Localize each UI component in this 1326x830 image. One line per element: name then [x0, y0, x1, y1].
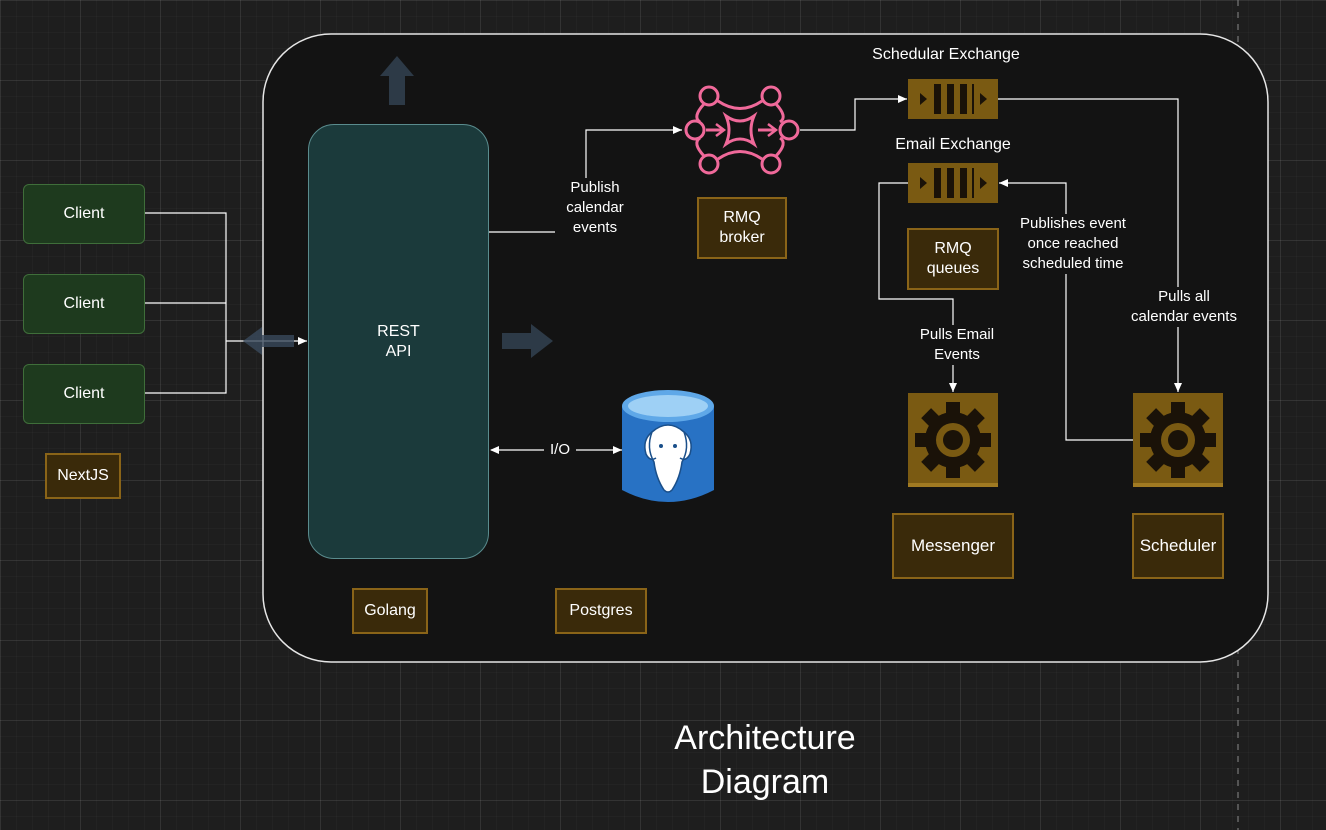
gear-icon	[908, 393, 998, 487]
arrow-icon	[502, 324, 553, 358]
system-boundary	[262, 33, 1269, 663]
pulls-all-label: Pulls all calendar events	[1118, 287, 1250, 327]
edge-publishes-event	[999, 179, 1133, 441]
edge-broker-to-exchange	[800, 95, 907, 131]
gear-icon	[1133, 393, 1223, 487]
pulls-email-label: Pulls Email Events	[906, 325, 1008, 365]
queue-icon	[908, 163, 998, 203]
postgres-elephant-icon	[622, 390, 714, 502]
io-label: I/O	[544, 440, 576, 460]
nextjs-tag: NextJS	[45, 453, 121, 499]
rest-api-node[interactable]: REST API	[308, 124, 489, 559]
scheduler-tag[interactable]: Scheduler	[1132, 513, 1224, 579]
schedular-exchange-label: Schedular Exchange	[872, 46, 1020, 63]
queue-icon	[908, 79, 998, 119]
golang-tag: Golang	[352, 588, 428, 634]
messenger-tag[interactable]: Messenger	[892, 513, 1014, 579]
client-node[interactable]: Client	[23, 274, 145, 334]
arrow-icon	[380, 56, 414, 105]
client-node[interactable]: Client	[23, 184, 145, 244]
publishes-event-label: Publishes event once reached scheduled t…	[1006, 214, 1140, 274]
rmq-broker-tag: RMQ broker	[697, 197, 787, 259]
rmq-queues-tag: RMQ queues	[907, 228, 999, 290]
arrow-icon	[243, 327, 294, 355]
publish-calendar-label: Publish calendar events	[555, 178, 635, 238]
client-node[interactable]: Client	[23, 364, 145, 424]
rabbitmq-broker-icon	[684, 85, 800, 175]
postgres-tag: Postgres	[555, 588, 647, 634]
diagram-title: Architecture Diagram	[674, 719, 856, 801]
email-exchange-label: Email Exchange	[895, 136, 1011, 153]
